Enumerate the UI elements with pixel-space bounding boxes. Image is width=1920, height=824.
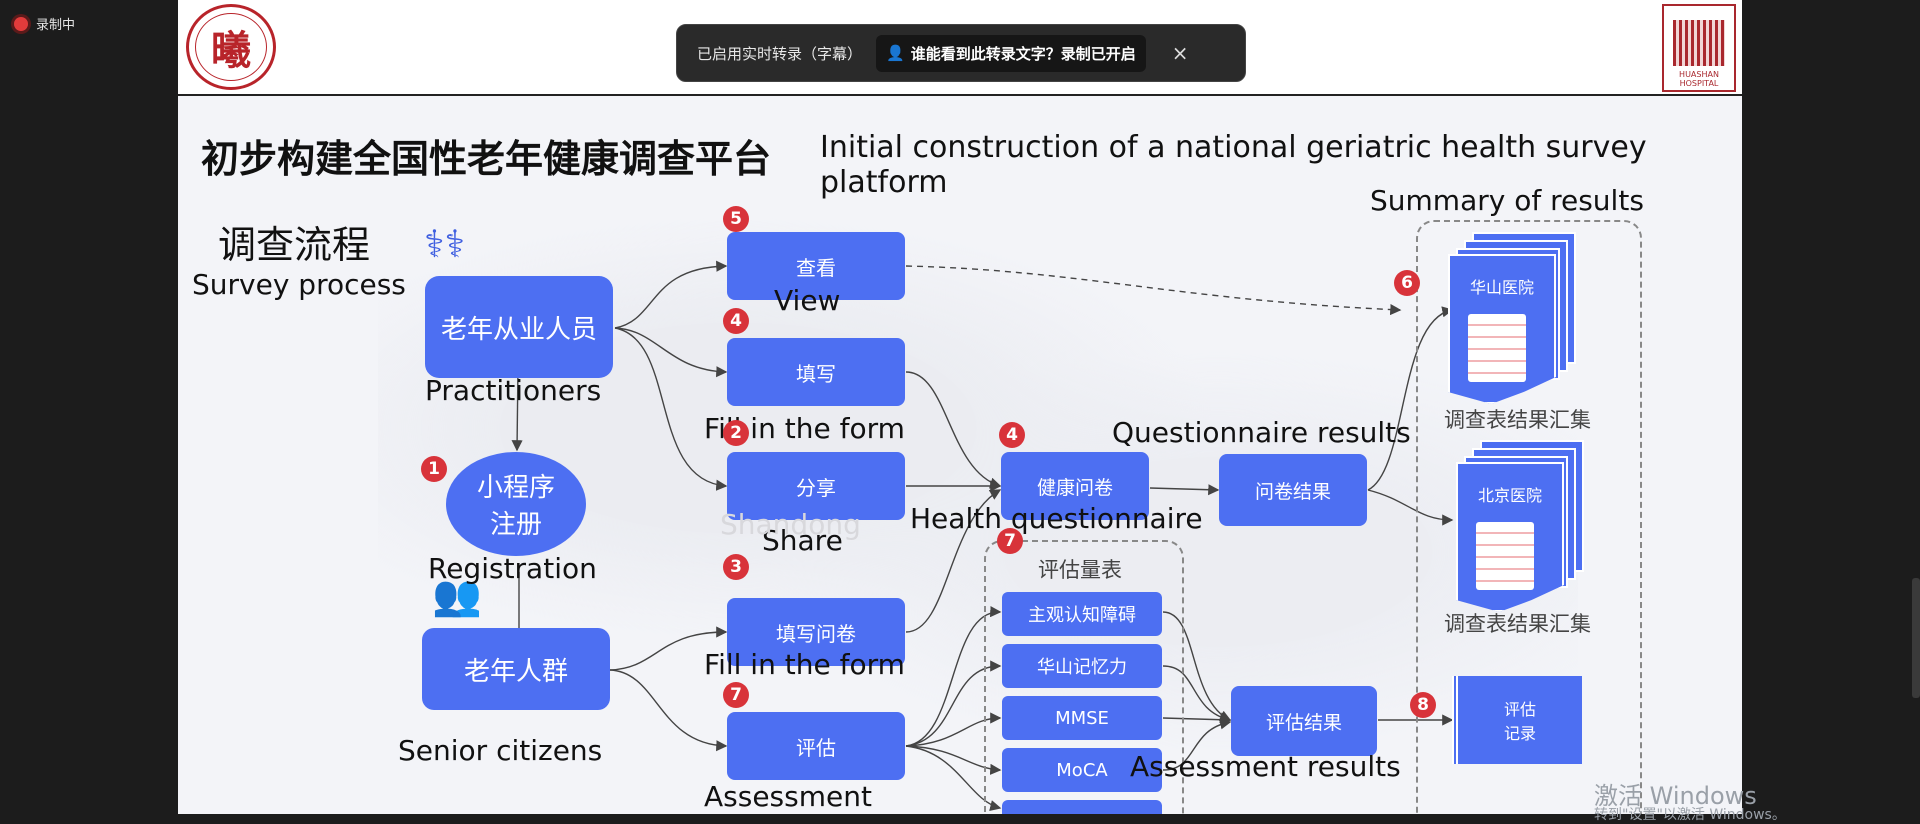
huashan-doc-front: 华山医院	[1448, 254, 1556, 404]
summary-caption-1: 调查表结果汇集	[1444, 408, 1591, 432]
scale-item: MMSE	[1002, 696, 1162, 740]
huashan-hospital-logo: HUASHAN HOSPITAL	[1662, 4, 1736, 92]
practitioners-node: 老年从业人员	[425, 276, 613, 378]
view-label: View	[774, 284, 841, 317]
doctors-icon: ⚕⚕	[424, 222, 466, 266]
practitioners-label: Practitioners	[425, 374, 602, 407]
step-badge: 5	[723, 206, 749, 232]
share-node: 分享	[727, 452, 905, 520]
view-node: 查看	[727, 232, 905, 300]
assessment-node: 评估	[727, 712, 905, 780]
recording-indicator: 录制中	[14, 14, 75, 33]
assessment-results-node: 评估结果	[1231, 686, 1377, 756]
step-badge: 4	[999, 422, 1025, 448]
health-questionnaire-label: Health questionnaire	[910, 502, 1203, 535]
share-label: Share	[762, 524, 843, 557]
summary-results-box	[1416, 220, 1642, 814]
step-badge: 7	[997, 528, 1023, 554]
huashan-hospital-title: 华山医院	[1469, 278, 1534, 297]
scale-item-partial	[1002, 800, 1162, 814]
step-badge: 8	[1410, 692, 1436, 718]
person-info-icon: 👤	[886, 44, 905, 62]
assessment-record-node: 评估记录	[1452, 676, 1582, 764]
fill-node: 填写	[727, 338, 905, 406]
registration-node: 小程序注册	[446, 452, 586, 556]
form-thumbnail-icon	[1476, 522, 1534, 590]
beijing-doc-front: 北京医院	[1456, 462, 1564, 612]
scale-item: MoCA	[1002, 748, 1162, 792]
registration-label: Registration	[428, 552, 597, 585]
beijing-results-doc: 北京医院	[1456, 440, 1586, 612]
questionnaire-results-node: 问卷结果	[1219, 454, 1367, 526]
step-badge: 4	[723, 308, 749, 334]
close-icon[interactable]: ×	[1171, 41, 1189, 65]
health-questionnaire-node: 健康问卷	[1001, 452, 1149, 520]
questionnaire-results-label: Questionnaire results	[1112, 416, 1411, 449]
assessment-scales-box	[984, 540, 1184, 814]
step-badge: 7	[723, 682, 749, 708]
survey-process-zh: 调查流程	[218, 223, 371, 267]
fill-questionnaire-label: Fill in the form	[704, 648, 905, 681]
step-badge: 6	[1394, 270, 1420, 296]
slide-title-en: Initial construction of a national geria…	[820, 130, 1647, 200]
transcription-toast: 已启用实时转录（字幕） 👤 谁能看到此转录文字？录制已开启 ×	[676, 24, 1246, 82]
slide-title-zh: 初步构建全国性老年健康调查平台	[201, 137, 772, 181]
seniors-label: Senior citizens	[398, 734, 603, 767]
survey-process-en: Survey process	[192, 268, 406, 301]
transcription-status-text: 已启用实时转录（字幕）	[697, 44, 863, 63]
elderly-couple-icon: 👥	[432, 573, 482, 619]
assessment-label: Assessment	[704, 780, 872, 813]
summary-of-results-label: Summary of results	[1370, 184, 1644, 217]
record-dot-icon	[14, 16, 28, 31]
scale-item: 主观认知障碍	[1002, 592, 1162, 636]
step-badge: 1	[421, 456, 447, 482]
beijing-hospital-title: 北京医院	[1477, 486, 1542, 505]
windows-activation-watermark: 激活 Windows	[1594, 782, 1757, 810]
transcript-visibility-button[interactable]: 👤 谁能看到此转录文字？录制已开启	[876, 34, 1146, 72]
step-badge: 2	[723, 420, 749, 446]
windows-activation-hint: 转到"设置"以激活 Windows。	[1594, 807, 1786, 823]
fudan-university-logo: 曦	[186, 4, 276, 90]
huashan-results-doc: 华山医院	[1448, 232, 1578, 404]
transcript-visibility-label: 谁能看到此转录文字？录制已开启	[910, 44, 1136, 63]
side-panel-handle[interactable]	[1912, 578, 1920, 698]
scale-item: 华山记忆力	[1002, 644, 1162, 688]
step-badge: 3	[723, 554, 749, 580]
presentation-slide: 曦 HUASHAN HOSPITAL 初步构建全国性老年健康调查平台 Initi…	[178, 0, 1742, 814]
fill-questionnaire-node: 填写问卷	[727, 598, 905, 666]
assessment-results-label: Assessment results	[1130, 750, 1401, 783]
recording-label: 录制中	[36, 18, 76, 33]
shandong-overlay-text: Shandong	[720, 508, 861, 541]
seniors-node: 老年人群	[422, 628, 610, 710]
summary-caption-2: 调查表结果汇集	[1444, 612, 1591, 636]
flow-connectors	[511, 260, 1454, 812]
form-thumbnail-icon	[1468, 314, 1526, 382]
assessment-scales-title: 评估量表	[1038, 558, 1122, 582]
